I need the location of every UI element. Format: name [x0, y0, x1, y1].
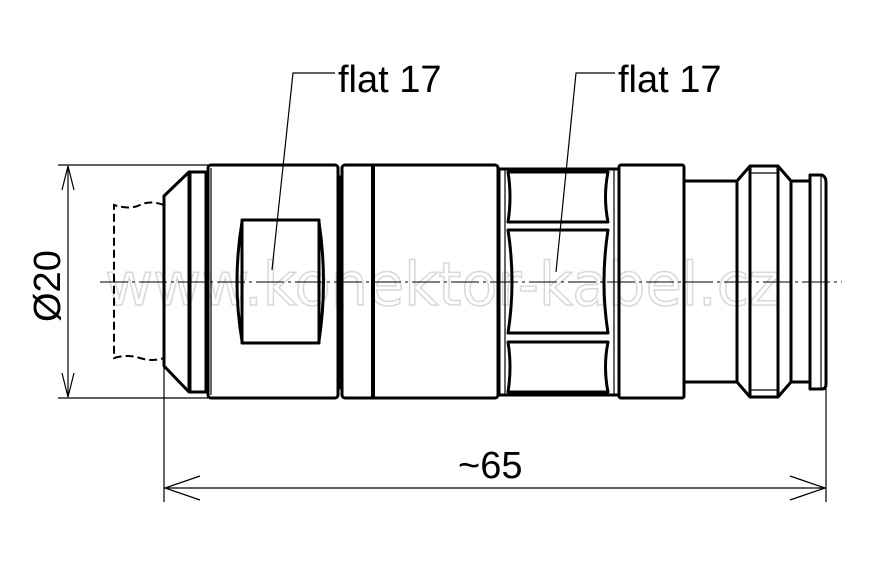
- length-dimension: ~65: [163, 366, 827, 502]
- neck: [684, 179, 737, 384]
- interface-tip: [791, 173, 828, 391]
- flat-leader-right: flat 17: [555, 59, 722, 273]
- diameter-dimension: Ø20: [27, 164, 208, 399]
- nut-body: [206, 163, 340, 400]
- front-block: [617, 163, 686, 400]
- watermark: www.konektor-kabel.cz: [105, 250, 780, 320]
- cable-outline: [113, 201, 165, 361]
- back-cone: [162, 170, 208, 394]
- flat-label-left: flat 17: [338, 59, 442, 101]
- flat-label-right: flat 17: [618, 59, 722, 101]
- length-label: ~65: [458, 445, 522, 487]
- diameter-label: Ø20: [27, 250, 69, 322]
- flat-leader-left: flat 17: [271, 59, 442, 271]
